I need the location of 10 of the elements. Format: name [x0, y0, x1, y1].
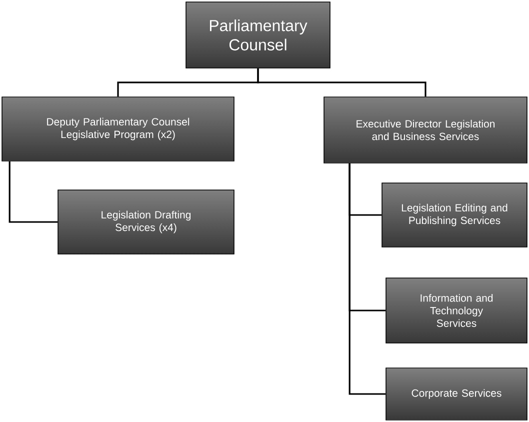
org-box: Legislation Editing and Publishing Services	[382, 182, 528, 248]
connector-line	[8, 161, 58, 223]
org-box: Parliamentary Counsel	[186, 2, 330, 68]
org-box: Executive Director Legislation and Business Services	[324, 96, 528, 164]
org-box: Deputy Parliamentary Counsel Legislative Program (x2)	[2, 96, 234, 162]
org-box: Legislation Drafting Services (x4)	[58, 190, 234, 254]
connector-line	[257, 68, 426, 97]
org-box: Corporate Services	[386, 368, 528, 420]
connector-line	[348, 163, 386, 395]
org-box: Information and Technology Services	[386, 278, 528, 344]
